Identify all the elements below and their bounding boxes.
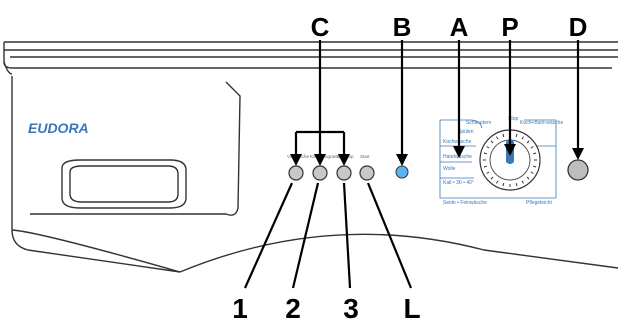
dial-tick xyxy=(483,152,487,155)
leader-lines xyxy=(243,40,580,289)
arrowheads xyxy=(290,144,584,166)
dial-tick xyxy=(502,183,505,187)
dial-tick xyxy=(496,136,499,140)
dial-tick xyxy=(533,165,537,168)
callout-2: 2 xyxy=(285,293,301,324)
callout-b: B xyxy=(393,12,412,42)
indicator-led xyxy=(395,165,409,179)
callout-1: 1 xyxy=(232,293,248,324)
program-kochwaesche: Kochwäsche xyxy=(443,139,472,145)
dial-tick xyxy=(486,171,490,174)
dial-tick xyxy=(502,133,505,137)
panel-top-edge xyxy=(3,41,618,75)
start-button-l[interactable] xyxy=(359,165,375,181)
program-dial[interactable] xyxy=(479,129,541,191)
option-buttons xyxy=(288,165,375,181)
program-wolle: Wolle xyxy=(443,166,456,172)
dial-tick xyxy=(526,140,530,144)
dial-tick xyxy=(483,165,487,168)
program-pflege: Pflegeleicht xyxy=(526,200,552,206)
button-1[interactable] xyxy=(288,165,304,181)
callout-3: 3 xyxy=(343,293,359,324)
panel-body-outline xyxy=(11,76,619,273)
callout-l: L xyxy=(403,293,420,324)
callout-a: A xyxy=(450,12,469,42)
program-spuelen: Spülen xyxy=(458,129,474,135)
program-buntwaesche: Koch+Bunt-wäsche xyxy=(520,120,563,126)
callout-c: C xyxy=(311,12,330,42)
button-3[interactable] xyxy=(336,165,352,181)
callout-p: P xyxy=(501,12,518,42)
dial-tick xyxy=(526,176,530,180)
program-stop: Stop xyxy=(508,116,519,122)
button-2[interactable] xyxy=(312,165,328,181)
dial-tick xyxy=(533,152,537,155)
detergent-drawer xyxy=(30,81,241,216)
dial-tick xyxy=(530,146,534,149)
program-handwaesche: Handwäsche xyxy=(443,154,472,160)
dial-tick xyxy=(496,180,499,184)
power-knob[interactable] xyxy=(567,159,589,181)
brand-logo: EUDORA xyxy=(28,120,89,136)
dial-tick xyxy=(521,136,524,140)
dial-tick xyxy=(521,180,524,184)
program-schleudern: Schleudern xyxy=(466,120,492,126)
start-label: Start xyxy=(360,154,370,159)
dial-tick xyxy=(486,146,490,149)
callout-d: D xyxy=(569,12,588,42)
program-seide: Seide • Feinwäsche xyxy=(443,200,487,206)
dial-tick xyxy=(490,140,494,144)
dial-tick xyxy=(515,133,518,137)
dial-tick xyxy=(490,176,494,180)
dial-tick xyxy=(515,183,518,187)
program-temp: Kalt • 30 • 40° xyxy=(443,180,474,186)
button-2-label: Kurz Programm xyxy=(310,154,342,159)
dial-tick xyxy=(530,171,534,174)
